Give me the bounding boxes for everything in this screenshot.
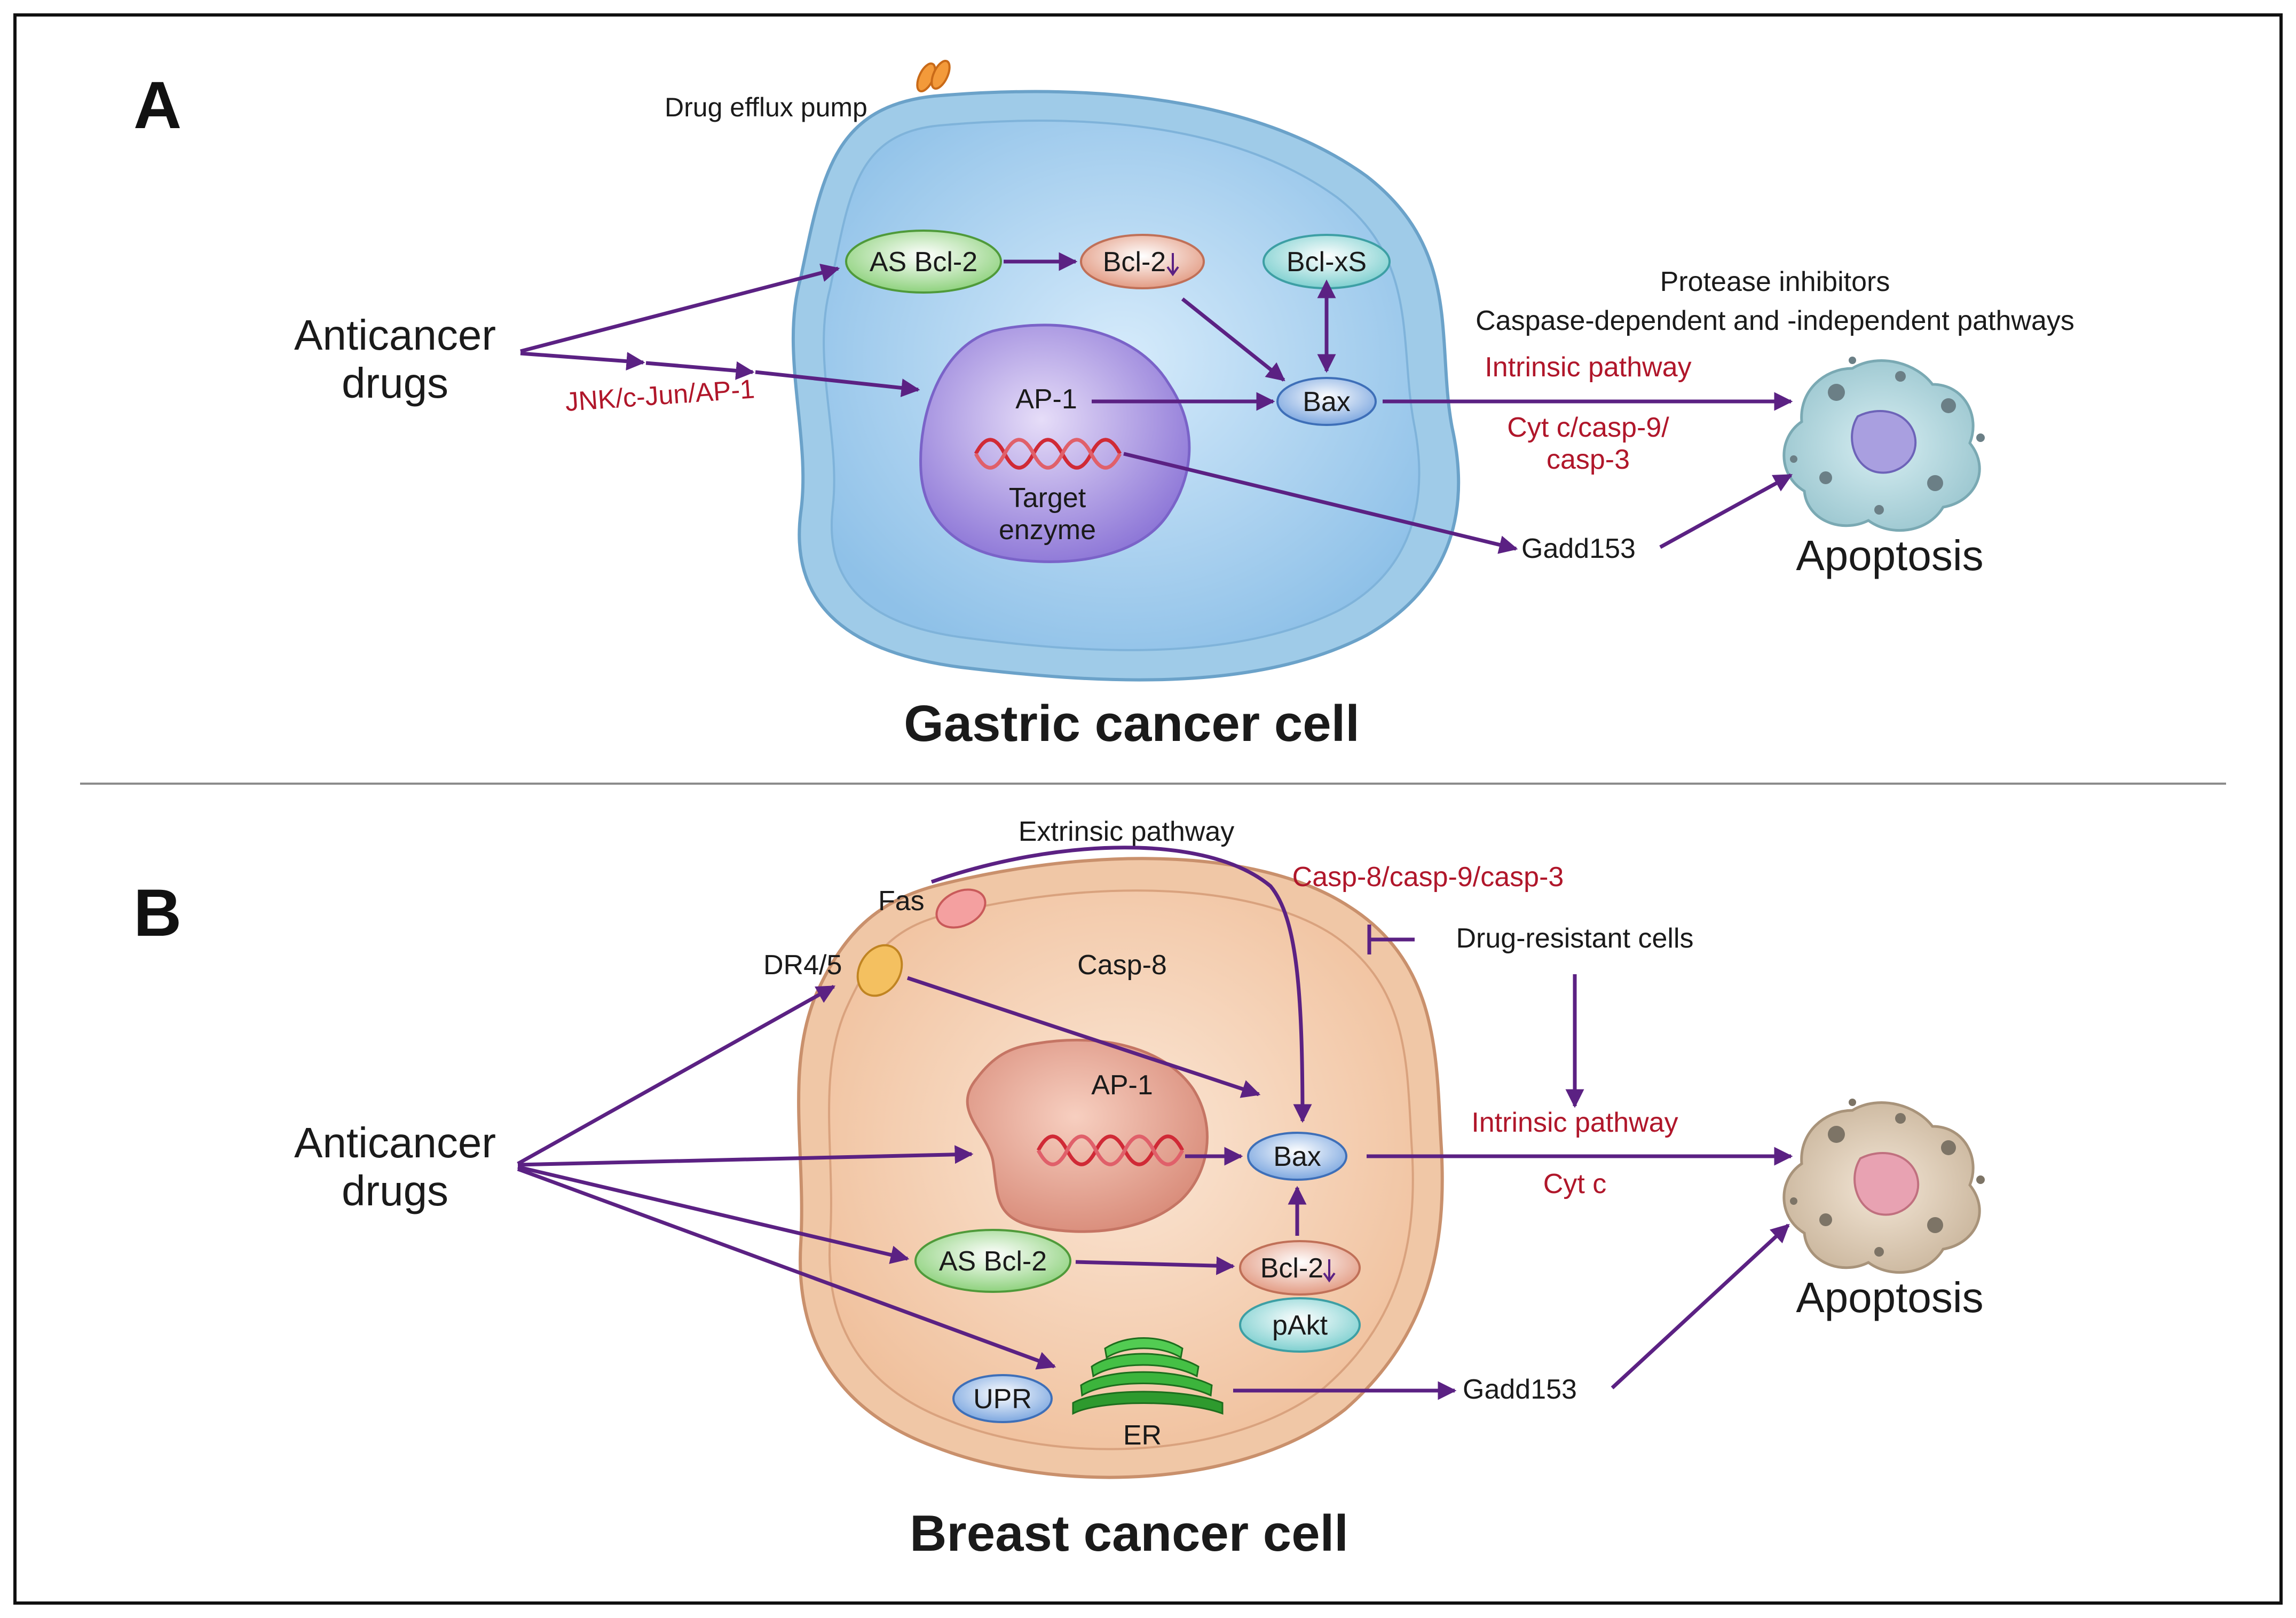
panel-a: A Drug efflux pump Anticancer drugs JNK/…: [133, 60, 2074, 752]
down-arrow-icon: [1166, 253, 1179, 277]
arrow-jnk-step: [645, 361, 755, 380]
bcl2-label-b: Bcl-2: [1260, 1253, 1323, 1284]
arrow-jnk-to-nucleus: [755, 370, 920, 398]
caspase-pathways-label: Caspase-dependent and -independent pathw…: [1476, 305, 2074, 336]
apoptotic-cell-icon-b: [1782, 1099, 1985, 1274]
bax-label-a: Bax: [1303, 386, 1351, 417]
bax-node-a: Bax: [1276, 377, 1377, 426]
target-enzyme-label-2: enzyme: [999, 515, 1096, 546]
dna-helix-icon: [974, 438, 1122, 470]
bcl2-label-a: Bcl-2: [1103, 247, 1166, 278]
bcl-xs-label-a: Bcl-xS: [1287, 247, 1367, 278]
as-bcl2-label-b: AS Bcl-2: [939, 1246, 1047, 1277]
extrinsic-pathway-label: Extrinsic pathway: [1019, 816, 1235, 847]
panel-b-letter: B: [133, 876, 182, 950]
bax-label-b: Bax: [1273, 1141, 1321, 1172]
anticancer-drugs-label-b1: Anticancer: [294, 1119, 496, 1166]
arrow-bcl2-to-bax: [1181, 297, 1285, 382]
arrow-gadd153-to-apoptosis-b: [1611, 1224, 1790, 1390]
arrow-drugs-to-as-bcl2: [517, 1165, 910, 1264]
gadd153-label-b: Gadd153: [1463, 1374, 1577, 1405]
apoptotic-cell-icon-a: [1782, 357, 1985, 532]
gastric-cell-title: Gastric cancer cell: [904, 695, 1360, 752]
er-label: ER: [1123, 1420, 1162, 1451]
pakt-node-b: pAkt: [1239, 1297, 1361, 1353]
protease-inhibitors-label: Protease inhibitors: [1660, 266, 1890, 297]
arrow-as-bcl2-to-bcl2: [1075, 1256, 1235, 1275]
panel-b: B Fas DR4/5 Casp-8 Extrinsic pathway Cas…: [133, 816, 1985, 1562]
anticancer-drugs-label-a1: Anticancer: [294, 311, 496, 359]
dr45-receptor-icon: [856, 944, 903, 997]
bcl2-node-a: Bcl-2: [1080, 234, 1205, 289]
as-bcl2-node-b: AS Bcl-2: [914, 1229, 1071, 1293]
arrow-drugs-to-nucleus: [517, 1145, 974, 1167]
ap1-label-a: AP-1: [1015, 384, 1077, 415]
arrow-dna-to-gadd153: [1123, 452, 1518, 554]
bcl2-node-b: Bcl-2: [1239, 1240, 1361, 1296]
dr45-label: DR4/5: [763, 950, 842, 981]
fas-label: Fas: [878, 886, 925, 917]
breast-cell-title: Breast cancer cell: [910, 1505, 1348, 1562]
as-bcl2-node-a: AS Bcl-2: [845, 230, 1002, 294]
arrow-drugs-to-dr45: [517, 984, 836, 1166]
arrow-drugs-to-as-bcl2: [520, 264, 840, 353]
upr-node: UPR: [952, 1374, 1053, 1423]
upr-label: UPR: [973, 1384, 1032, 1415]
ap1-label-b: AP-1: [1091, 1070, 1153, 1101]
dna-helix-icon: [1036, 1134, 1185, 1166]
apoptosis-label-a: Apoptosis: [1796, 532, 1983, 579]
endoplasmic-reticulum-icon: [1072, 1337, 1224, 1415]
arrows-panel-a: [520, 252, 1793, 554]
arrow-dr45-to-bax: [906, 976, 1261, 1098]
cyt-casp-label-1: Cyt c/casp-9/: [1507, 412, 1669, 443]
inhibition-bar-icon: [1367, 925, 1415, 954]
gadd153-label-a: Gadd153: [1521, 533, 1636, 564]
breast-cell-nucleus: [966, 1038, 1209, 1233]
down-arrow-icon: [1323, 1259, 1336, 1283]
arrow-gadd153-to-apoptosis-a: [1659, 473, 1793, 549]
bcl-xs-node-a: Bcl-xS: [1263, 234, 1391, 289]
bax-node-b: Bax: [1247, 1132, 1347, 1181]
anticancer-drugs-label-a2: drugs: [342, 359, 448, 407]
cyt-casp-label-2: casp-3: [1547, 444, 1630, 475]
intrinsic-pathway-label-b: Intrinsic pathway: [1471, 1107, 1678, 1138]
anticancer-drugs-label-b2: drugs: [342, 1167, 448, 1214]
pakt-label: pAkt: [1272, 1310, 1328, 1341]
arrow-fas-to-bax: [930, 846, 1312, 1123]
target-enzyme-label-1: Target: [1009, 483, 1086, 514]
as-bcl2-label-a: AS Bcl-2: [870, 247, 977, 278]
arrow-drugs-to-jnk: [520, 351, 645, 371]
fas-receptor-icon: [935, 888, 987, 929]
panel-a-letter: A: [133, 68, 182, 143]
cyt-c-label: Cyt c: [1543, 1169, 1606, 1199]
arrows-panel-b: [517, 846, 1793, 1400]
apoptosis-label-b: Apoptosis: [1796, 1274, 1983, 1321]
drug-efflux-pump-icon: [916, 60, 951, 92]
intrinsic-pathway-label-a: Intrinsic pathway: [1485, 352, 1691, 383]
drug-resistant-label: Drug-resistant cells: [1456, 923, 1693, 954]
casp8-label: Casp-8: [1077, 950, 1167, 981]
casp-chain-label: Casp-8/casp-9/casp-3: [1292, 862, 1564, 893]
drug-efflux-pump-label: Drug efflux pump: [665, 92, 867, 122]
arrow-drugs-to-er: [517, 1167, 1056, 1370]
